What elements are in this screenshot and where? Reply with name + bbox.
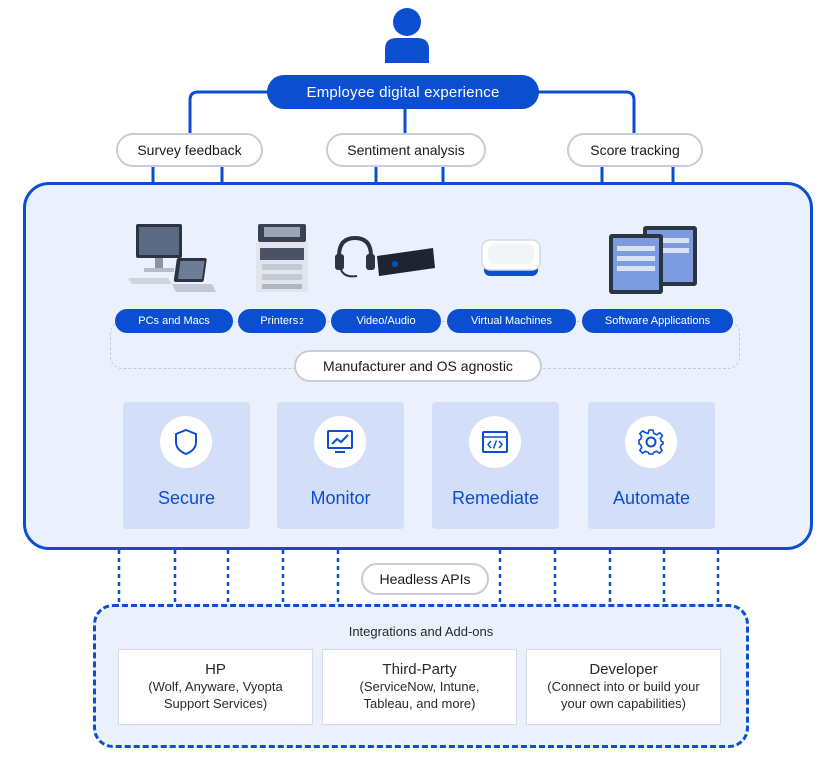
gear-icon [625,416,677,468]
capability-card-secure: Secure [123,402,250,529]
pc-and-laptop-icon [128,224,216,292]
capability-label: Automate [612,488,691,508]
headless-apis-pill: Headless APIs [361,563,489,595]
capability-card-remediate: Remediate [432,402,559,529]
device-pill-software-applications: Software Applications [582,309,733,333]
capability-card-monitor: Monitor [277,402,404,529]
virtual-machine-icon [481,239,541,276]
capability-label: Secure [157,488,216,508]
device-pill-video-audio: Video/Audio [331,309,441,333]
integration-card-line: (ServiceNow, Intune, [359,679,480,694]
integration-card-title: HP [205,661,226,678]
integrations-title: Integrations and Add-ons [348,624,494,639]
device-pill-pcs-macs: PCs and Macs [115,309,233,333]
integration-card-line: (Wolf, Anyware, Vyopta [148,679,283,694]
shield-icon [160,416,212,468]
printer-icon [256,224,308,292]
agnostic-pill: Manufacturer and OS agnostic [294,350,542,382]
integration-card-title: Developer [589,661,658,678]
employee-experience-pill: Employee digital experience [267,75,539,109]
capability-label: Remediate [451,488,540,508]
software-windows-icon [609,226,697,294]
sentiment-analysis-pill: Sentiment analysis [326,133,486,167]
capability-card-automate: Automate [588,402,715,529]
headset-and-soundbar-icon [335,235,435,278]
integration-card-line: Support Services) [163,696,268,711]
monitor-chart-icon [314,416,366,468]
device-pill-virtual-machines: Virtual Machines [447,309,576,333]
survey-feedback-pill: Survey feedback [116,133,263,167]
integration-card-line: your own capabilities) [560,696,686,711]
capability-label: Monitor [310,488,371,508]
person-icon [385,8,429,63]
score-tracking-pill: Score tracking [567,133,703,167]
code-window-icon [469,416,521,468]
integration-card-line: Tableau, and more) [363,696,476,711]
integration-card-third-party: Third-Party (ServiceNow, Intune, Tableau… [322,649,517,725]
integration-card-line: (Connect into or build your [547,679,700,694]
integration-card-hp: HP (Wolf, Anyware, Vyopta Support Servic… [118,649,313,725]
integration-card-title: Third-Party [382,661,457,678]
integration-card-developer: Developer (Connect into or build your yo… [526,649,721,725]
